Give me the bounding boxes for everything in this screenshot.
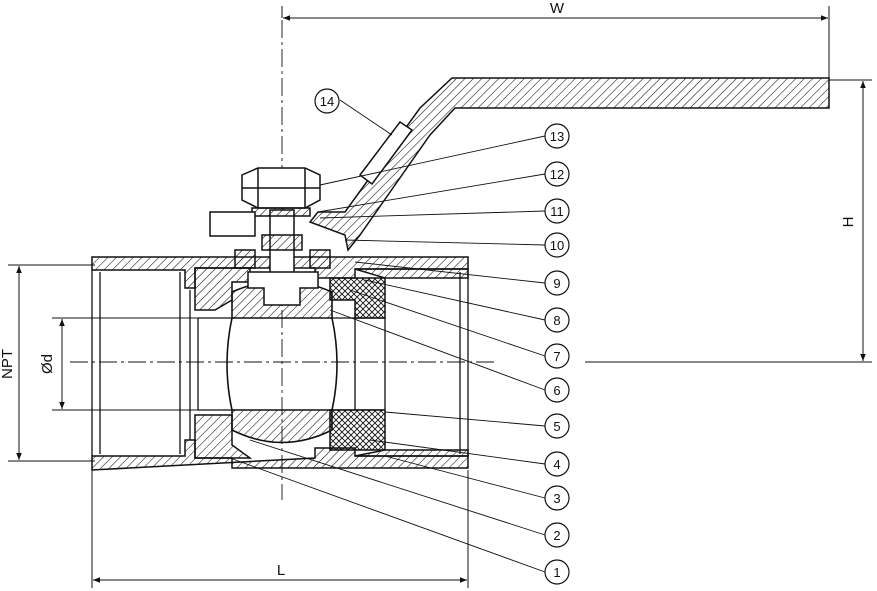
balloon-13	[544, 123, 570, 149]
balloon-13-number: 13	[550, 129, 564, 144]
leader-lines	[229, 99, 546, 573]
stem-nut	[209, 167, 321, 237]
bore-outlines	[91, 269, 469, 456]
dimension-npt-label: NPT	[0, 349, 16, 379]
balloon-1	[544, 559, 570, 585]
balloon-2-number: 2	[553, 528, 560, 543]
dimension-od-label: Ød	[39, 354, 56, 374]
balloon-3-number: 3	[553, 491, 560, 506]
dimension-l-label: L	[277, 562, 285, 579]
balloon-1-number: 1	[553, 565, 560, 580]
balloon-7	[544, 343, 570, 369]
part-balloons	[314, 88, 570, 585]
balloon-8	[544, 307, 570, 333]
balloon-6-number: 6	[553, 383, 560, 398]
balloon-11	[544, 198, 570, 224]
balloon-5	[544, 413, 570, 439]
balloon-11-number: 11	[550, 204, 564, 219]
balloon-numbers: 14 13 12 11 10 9 8 7 6 5 4 3 2 1	[320, 94, 564, 580]
balloon-10	[544, 232, 570, 258]
balloon-4	[544, 451, 570, 477]
balloon-9	[544, 270, 570, 296]
balloon-6	[544, 377, 570, 403]
balloon-10-number: 10	[550, 238, 564, 253]
balloon-12	[544, 161, 570, 187]
balloon-4-number: 4	[553, 457, 560, 472]
balloon-14	[314, 88, 340, 114]
stem	[247, 209, 319, 306]
balloon-2	[544, 522, 570, 548]
balloon-14-number: 14	[320, 94, 334, 109]
dimension-w-label: W	[550, 0, 565, 17]
balloon-9-number: 9	[553, 276, 560, 291]
balloon-8-number: 8	[553, 313, 560, 328]
balloon-12-number: 12	[550, 167, 564, 182]
handle-lever	[308, 77, 830, 252]
balloon-5-number: 5	[553, 419, 560, 434]
balloon-7-number: 7	[553, 349, 560, 364]
dimension-h-label: H	[840, 217, 857, 228]
balloon-3	[544, 485, 570, 511]
